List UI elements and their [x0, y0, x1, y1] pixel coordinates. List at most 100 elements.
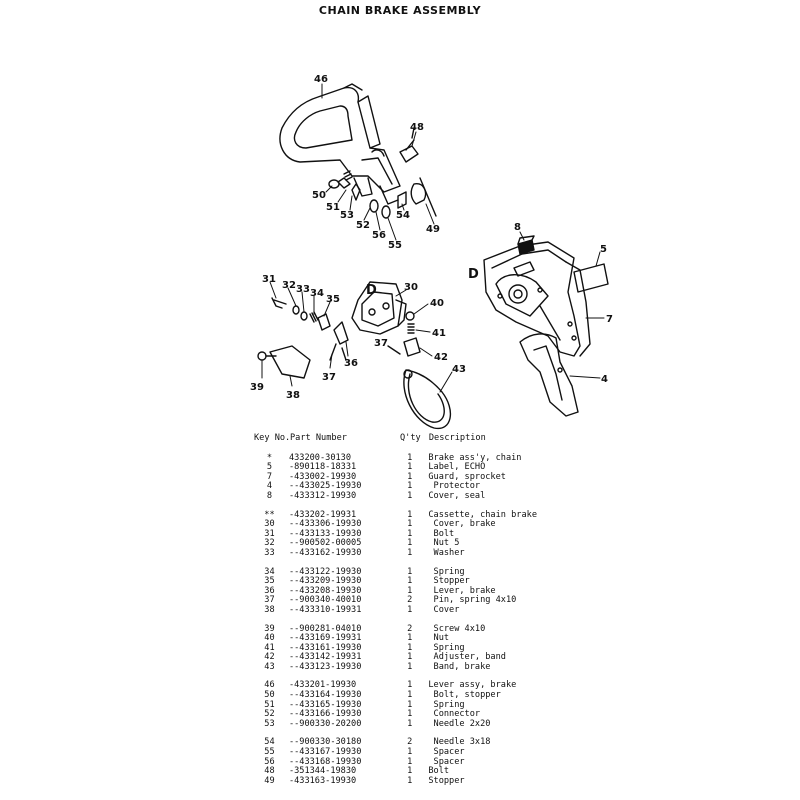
description-cell: Bolt, stopper	[428, 690, 501, 701]
part-number-cell: --433133-19930	[288, 528, 362, 539]
part-number-cell: --433167-19930	[288, 747, 362, 758]
callout-34: 34	[310, 288, 324, 299]
qty-cell: 1	[407, 481, 413, 492]
qty-cell: 1	[407, 509, 413, 520]
parts-40-42-adjuster	[387, 311, 421, 357]
description-cell: Spring	[428, 566, 465, 577]
description-cell: Bolt	[428, 528, 455, 539]
callout-55: 55	[388, 240, 402, 251]
callout-56: 56	[372, 230, 386, 241]
key-no-cell: **	[264, 509, 275, 520]
qty-cell: 1	[407, 452, 413, 463]
qty-cell: 1	[407, 633, 413, 644]
key-no-cell: 49	[264, 775, 275, 786]
description-cell: Spacer	[428, 756, 465, 767]
qty-cell: 1	[407, 642, 413, 653]
key-no-cell: *	[266, 452, 273, 463]
key-no-cell: 39	[264, 623, 275, 634]
callout-54: 54	[396, 210, 410, 221]
description-cell: Brake ass'y, chain	[428, 452, 522, 463]
description-cell: Label, ECHO	[428, 462, 486, 473]
callout-D-guard: D	[468, 267, 479, 282]
key-no-cell: 55	[264, 747, 275, 758]
key-no-cell: 32	[264, 538, 275, 549]
callout-32: 32	[282, 280, 296, 291]
description-cell: Connector	[428, 709, 481, 720]
description-cell: Screw 4x10	[428, 623, 486, 634]
description-cell: Lever assy, brake	[428, 680, 517, 691]
description-cell: Cassette, chain brake	[428, 509, 537, 520]
key-no-cell: 43	[264, 661, 275, 672]
description-cell: Bolt	[428, 766, 450, 777]
qty-cell: 1	[407, 528, 413, 539]
key-no-cell: 31	[264, 528, 275, 539]
table-row: 31 --433133-19930 1 Bolt	[254, 528, 554, 540]
callout-D-cassette: D	[366, 283, 377, 298]
callout-35: 35	[326, 294, 340, 305]
table-row: * 433200-30130 1 Brake ass'y, chain	[254, 452, 554, 464]
callout-42: 42	[434, 352, 448, 363]
description-cell: Band, brake	[428, 661, 491, 672]
key-no-cell: 42	[264, 652, 275, 663]
description-cell: Stopper	[428, 576, 470, 587]
description-cell: Spring	[428, 699, 465, 710]
header-cell: Key No.	[254, 433, 291, 443]
part-number-cell: --433208-19930	[288, 585, 362, 596]
callout-30: 30	[404, 282, 418, 293]
part-number-cell: --433306-19930	[288, 519, 362, 530]
part-number-cell: --433142-19931	[288, 652, 362, 663]
table-row: 39 --900281-04010 2 Screw 4x10	[254, 623, 554, 635]
qty-cell: 1	[407, 585, 413, 596]
key-no-cell: 7	[266, 471, 273, 482]
part-number-cell: --433169-19931	[288, 633, 362, 644]
part-number-cell: --433164-19930	[288, 690, 362, 701]
key-no-cell: 4	[266, 481, 273, 492]
key-no-cell: 33	[264, 547, 275, 558]
part-number-cell: -890118-18331	[288, 462, 357, 473]
key-no-cell: 48	[264, 766, 275, 777]
qty-cell: 1	[407, 652, 413, 663]
key-no-cell: 36	[264, 585, 275, 596]
callout-46: 46	[314, 74, 328, 85]
qty-cell: 2	[407, 623, 413, 634]
qty-cell: 1	[407, 661, 413, 672]
key-no-cell: 46	[264, 680, 275, 691]
description-cell: Needle 2x20	[428, 718, 491, 729]
part-38-cover	[257, 345, 311, 379]
callout-7: 7	[606, 314, 613, 325]
description-cell: Pin, spring 4x10	[428, 595, 517, 606]
part-number-cell: -433002-19930	[288, 471, 357, 482]
qty-cell: 1	[407, 756, 413, 767]
key-no-cell: 53	[264, 718, 275, 729]
callout-53: 53	[340, 210, 354, 221]
description-cell: Cover, brake	[428, 519, 496, 530]
brake-lever-drawing	[279, 83, 401, 205]
callout-5: 5	[600, 244, 607, 255]
callout-50: 50	[312, 190, 326, 201]
qty-cell: 1	[407, 471, 413, 482]
key-no-cell: 34	[264, 566, 275, 577]
callout-37-left: 37	[322, 372, 336, 383]
part-number-cell: --900281-04010	[288, 623, 362, 634]
part-number-cell: --433310-19931	[288, 604, 362, 615]
key-no-cell: 35	[264, 576, 275, 587]
header-cell: Part Number	[290, 433, 347, 443]
part-number-cell: 433200-30130	[288, 452, 352, 463]
key-no-cell: 54	[264, 737, 275, 748]
qty-cell: 1	[407, 747, 413, 758]
small-parts-50-56	[328, 170, 437, 219]
